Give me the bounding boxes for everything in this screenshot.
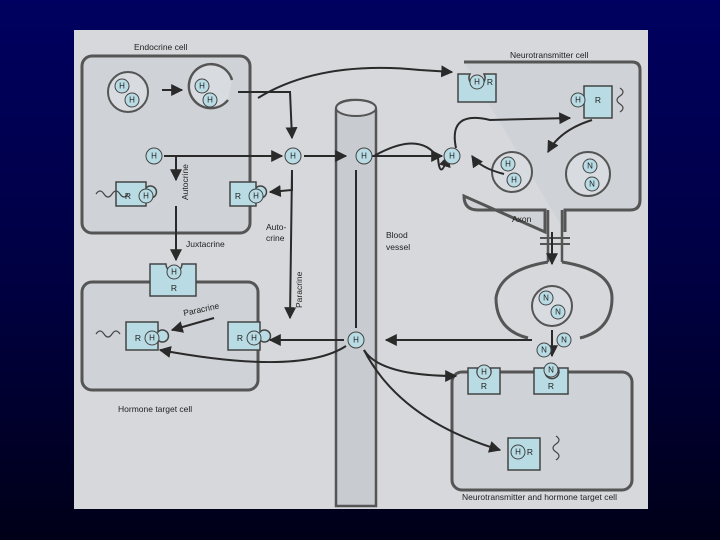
svg-text:H: H: [129, 96, 135, 105]
svg-text:H: H: [251, 334, 257, 343]
svg-text:H: H: [511, 176, 517, 185]
hormone-mol: [500, 156, 516, 172]
label-autocrine: Autocrine: [180, 164, 190, 200]
svg-text:N: N: [543, 294, 549, 303]
nt-mol: [582, 158, 598, 174]
dna-final: [552, 435, 560, 461]
hormone-mol: [347, 331, 365, 349]
hormone-mol: [166, 264, 182, 280]
nt-mol: [538, 290, 554, 306]
hormone-mol: [570, 92, 586, 108]
blood-vessel-top: [335, 99, 377, 117]
label-paracrine-2: Paracrine: [294, 271, 304, 308]
hormone-mol: [114, 78, 130, 94]
hormone-mol: [124, 92, 140, 108]
svg-text:R: R: [237, 333, 243, 343]
label-axon: Axon: [512, 214, 532, 224]
svg-text:H: H: [199, 82, 205, 91]
receptor-neuro-nucleus: [583, 85, 613, 119]
svg-text:H: H: [353, 336, 359, 345]
svg-text:R: R: [527, 447, 533, 457]
hormone-mol: [248, 188, 264, 204]
svg-text:H: H: [290, 152, 296, 161]
nt-mol: [556, 332, 572, 348]
molecules-hormone: H H H H H H H H H H H H H H H H H H H: [114, 74, 586, 460]
receptor-labels: R R R R R R R R R R: [125, 77, 601, 457]
svg-text:N: N: [587, 162, 593, 171]
nt-mol: [536, 342, 552, 358]
svg-text:N: N: [589, 180, 595, 189]
svg-text:H: H: [151, 152, 157, 161]
dna-neuro: [616, 87, 624, 113]
dna-endocrine: [95, 190, 129, 198]
svg-text:H: H: [119, 82, 125, 91]
hormone-mol: [138, 188, 154, 204]
svg-text:H: H: [505, 160, 511, 169]
svg-text:H: H: [474, 78, 480, 87]
svg-text:N: N: [541, 346, 547, 355]
hormone-mol: [145, 147, 163, 165]
svg-text:R: R: [235, 191, 241, 201]
dna-target: [95, 330, 121, 338]
hormone-mol: [510, 444, 526, 460]
hormone-mol: [506, 172, 522, 188]
label-blood-1: Blood: [386, 230, 408, 240]
molecules-neurotransmitter: N N N N N N N: [536, 158, 600, 378]
svg-text:R: R: [595, 95, 601, 105]
svg-text:H: H: [481, 368, 487, 377]
label-neuro-hormone-target-cell: Neurotransmitter and hormone target cell: [462, 492, 617, 502]
hormone-mol: [194, 78, 210, 94]
svg-text:H: H: [515, 448, 521, 457]
svg-text:R: R: [125, 191, 131, 201]
label-juxtacrine: Juxtacrine: [186, 239, 225, 249]
hormone-mol: [443, 147, 461, 165]
svg-text:R: R: [481, 381, 487, 391]
svg-text:H: H: [361, 152, 367, 161]
nt-mol: [584, 176, 600, 192]
vesicle-terminal-nt: [531, 285, 573, 327]
label-autocrine-split-2: crine: [266, 233, 285, 243]
hormone-mol: [284, 147, 302, 165]
label-hormone-target-cell: Hormone target cell: [118, 404, 192, 414]
label-endocrine-cell: Endocrine cell: [134, 42, 188, 52]
nt-mol: [543, 362, 559, 378]
vesicle-endocrine-2: [187, 62, 234, 110]
svg-text:H: H: [171, 268, 177, 277]
hormone-mol: [469, 74, 485, 90]
svg-text:H: H: [575, 96, 581, 105]
nt-mol: [550, 304, 566, 320]
svg-text:H: H: [143, 192, 149, 201]
label-neurotransmitter-cell: Neurotransmitter cell: [510, 50, 589, 60]
hormone-mol: [202, 92, 218, 108]
arrows: [158, 65, 593, 453]
hormone-mol: [246, 330, 262, 346]
svg-text:H: H: [449, 152, 455, 161]
svg-text:R: R: [171, 283, 177, 293]
svg-text:N: N: [561, 336, 567, 345]
svg-text:N: N: [548, 366, 554, 375]
label-autocrine-split-1: Auto-: [266, 222, 286, 232]
label-blood-2: vessel: [386, 242, 410, 252]
svg-text:R: R: [135, 333, 141, 343]
svg-text:N: N: [555, 308, 561, 317]
hormone-mol: [476, 364, 492, 380]
svg-text:H: H: [149, 334, 155, 343]
hormone-mol: [144, 330, 160, 346]
svg-text:H: H: [207, 96, 213, 105]
hormone-mol: [355, 147, 373, 165]
svg-text:H: H: [253, 192, 259, 201]
svg-text:R: R: [548, 381, 554, 391]
svg-text:R: R: [487, 77, 493, 87]
axon-terminal: [494, 260, 614, 340]
